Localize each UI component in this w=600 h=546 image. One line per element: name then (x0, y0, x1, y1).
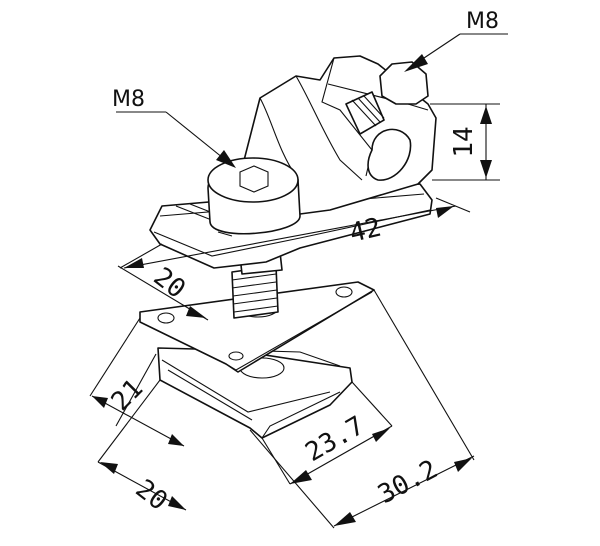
callout-bolt-m8: M8 (112, 87, 236, 168)
callout-nut-m8: M8 (404, 9, 508, 72)
dimension-slot-width-value: 21 (106, 374, 149, 417)
socket-head-bolt (207, 157, 301, 235)
callout-bolt-label: M8 (112, 87, 145, 112)
dimension-length: 42 (119, 197, 471, 269)
set-screw (345, 61, 429, 135)
dimension-nut-length-value: 23.7 (301, 411, 370, 468)
callout-nut-label: M8 (466, 9, 499, 34)
dimension-nut-width-value: 20 (130, 474, 173, 517)
dimension-clamp-width-value: 20 (148, 262, 191, 305)
dimension-height-value: 14 (449, 126, 479, 157)
dimension-height: 14 (430, 103, 500, 181)
dimension-overall-length-value: 30.2 (373, 454, 442, 510)
washer-plate (139, 281, 375, 373)
dimension-length-value: 42 (347, 213, 384, 249)
